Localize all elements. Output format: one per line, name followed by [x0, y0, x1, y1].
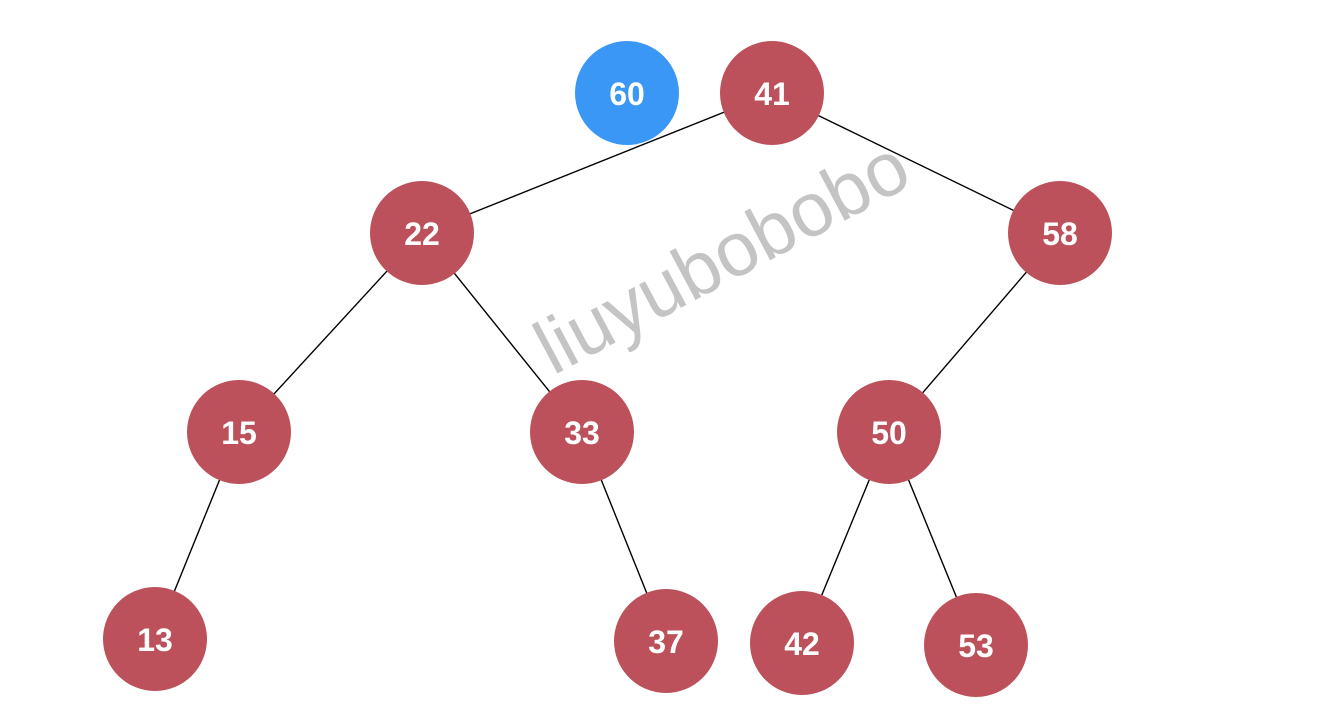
node-circle [187, 380, 291, 484]
node-circle [924, 593, 1028, 697]
edge-41-22 [421, 92, 773, 234]
tree-node-33: 33 [530, 380, 634, 484]
tree-node-22: 22 [370, 181, 474, 285]
node-circle [530, 380, 634, 484]
tree-node-53: 53 [924, 593, 1028, 697]
node-label: 37 [648, 624, 684, 660]
tree-node-37: 37 [614, 589, 718, 693]
watermark-text: liuyubobobo [521, 123, 923, 390]
node-label: 22 [404, 216, 440, 252]
tree-node-42: 42 [750, 591, 854, 695]
tree-node-13: 13 [103, 587, 207, 691]
node-label: 41 [754, 76, 790, 112]
node-label: 60 [609, 76, 645, 112]
node-label: 53 [958, 628, 994, 664]
inserted-node-circle [575, 41, 679, 145]
tree-node-41: 41 [720, 41, 824, 145]
edge-41-58 [771, 92, 1061, 234]
edges-layer [154, 92, 1061, 646]
node-circle [1008, 181, 1112, 285]
node-circle [720, 41, 824, 145]
nodes-layer: 41 22 58 15 33 50 13 37 42 53 60 [103, 41, 1112, 697]
node-label: 33 [564, 415, 600, 451]
node-circle [837, 380, 941, 484]
node-label: 13 [137, 622, 173, 658]
tree-node-58: 58 [1008, 181, 1112, 285]
tree-node-50: 50 [837, 380, 941, 484]
node-circle [750, 591, 854, 695]
node-label: 58 [1042, 216, 1078, 252]
node-circle [614, 589, 718, 693]
node-circle [103, 587, 207, 691]
node-label: 15 [221, 415, 257, 451]
node-label: 42 [784, 626, 820, 662]
tree-node-15: 15 [187, 380, 291, 484]
tree-node-60: 60 [575, 41, 679, 145]
node-label: 50 [871, 415, 907, 451]
node-circle [370, 181, 474, 285]
